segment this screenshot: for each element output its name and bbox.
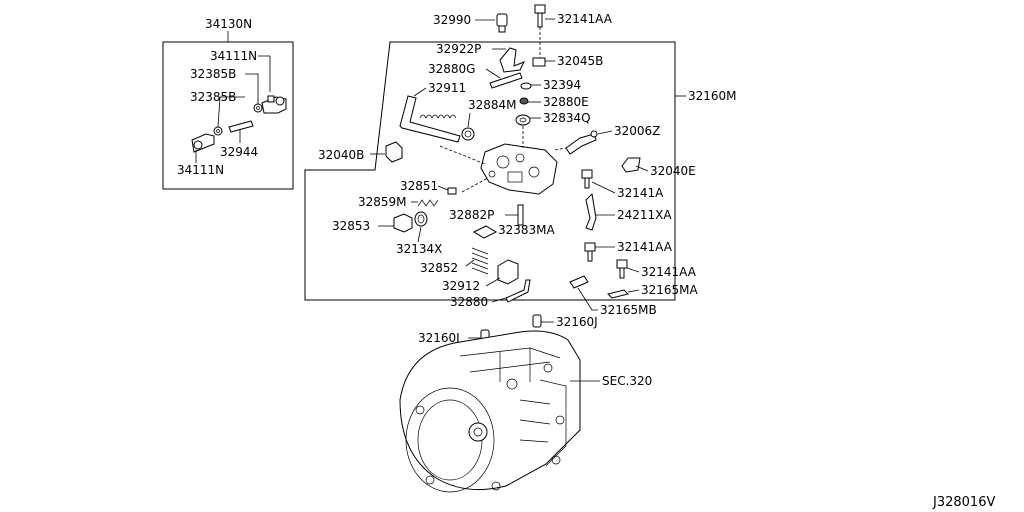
part-32134X-oring [414,211,428,227]
label-32880E: 32880E [543,95,589,109]
part-32141AA-bolt-mid [584,242,596,262]
label-32990: 32990 [433,13,471,27]
part-32165MA-bracket [607,289,629,299]
diagram-reference-code: J328016V [932,495,995,510]
label-32141AA-top: 32141AA [557,12,613,26]
label-32880: 32880 [450,295,488,309]
label-34111N-bot: 34111N [177,163,224,177]
part-32922P-bracket [499,47,526,73]
part-32880-rod [505,279,531,303]
label-32880G: 32880G [428,62,475,76]
label-32165MB: 32165MB [600,303,657,317]
part-32880G-shaft [489,72,523,89]
label-32040E: 32040E [650,164,696,178]
label-32884M: 32884M [468,98,517,112]
part-32160J-dowel-right [532,314,542,328]
label-32141AA-mid: 32141AA [617,240,673,254]
label-32853: 32853 [332,219,370,233]
label-32394: 32394 [543,78,581,92]
label-32385B-a: 32385B [190,67,236,81]
label-32385B-b: 32385B [190,90,236,104]
label-32851: 32851 [400,179,438,193]
part-32141AA-bolt-low [616,259,628,279]
label-32160J-right: 32160J [556,315,598,329]
label-32141A: 32141A [617,186,664,200]
label-32134X: 32134X [396,242,442,256]
part-32990-plug [496,13,508,33]
part-32394-washer [520,82,532,90]
label-32834Q: 32834Q [543,111,591,125]
label-24211XA: 24211XA [617,208,672,222]
part-32141AA-bolt-top [534,4,546,28]
part-32165MB-bracket [569,275,589,289]
part-32880E-ring [519,97,529,105]
part-32851-pin [447,187,457,195]
label-32383MA: 32383MA [498,223,556,237]
part-32882P-pin [517,204,524,226]
label-32141AA-low: 32141AA [641,265,697,279]
label-32006Z: 32006Z [614,124,660,138]
assy-32160M-frame [304,41,676,301]
label-32165MA: 32165MA [641,283,699,297]
kit-34130N-parts [191,95,287,153]
part-32853-cap [393,213,413,233]
label-34130N: 34130N [205,17,252,31]
label-32922P: 32922P [436,42,481,56]
part-control-housing [480,143,558,195]
label-32859M: 32859M [358,195,407,209]
part-32045B-nut [532,57,546,67]
label-32882P: 32882P [449,208,494,222]
part-32912-lever [497,259,519,285]
part-32006Z-switch [565,130,598,155]
part-32884M-oring [461,127,475,141]
part-32852-spring [471,247,489,275]
part-32040B-grommet [385,141,403,163]
label-32852: 32852 [420,261,458,275]
part-32383MA-plate [472,225,498,239]
label-32045B: 32045B [557,54,603,68]
label-34111N-top: 34111N [210,49,257,63]
label-32160J-left: 32160J [418,331,460,345]
part-32859M-spring [417,199,439,207]
label-32912: 32912 [442,279,480,293]
part-32834Q-seal [515,114,531,126]
label-32944: 32944 [220,145,258,159]
part-32141A-bolt [581,169,593,189]
label-sec-320: SEC.320 [602,374,652,388]
label-32040B: 32040B [318,148,364,162]
part-24211XA-bracket [585,192,597,231]
label-32160M: 32160M [688,89,737,103]
part-transmission-case [399,330,581,493]
label-32911: 32911 [428,81,466,95]
part-32040E-clip [621,157,641,173]
part-32911-striker [399,95,461,143]
